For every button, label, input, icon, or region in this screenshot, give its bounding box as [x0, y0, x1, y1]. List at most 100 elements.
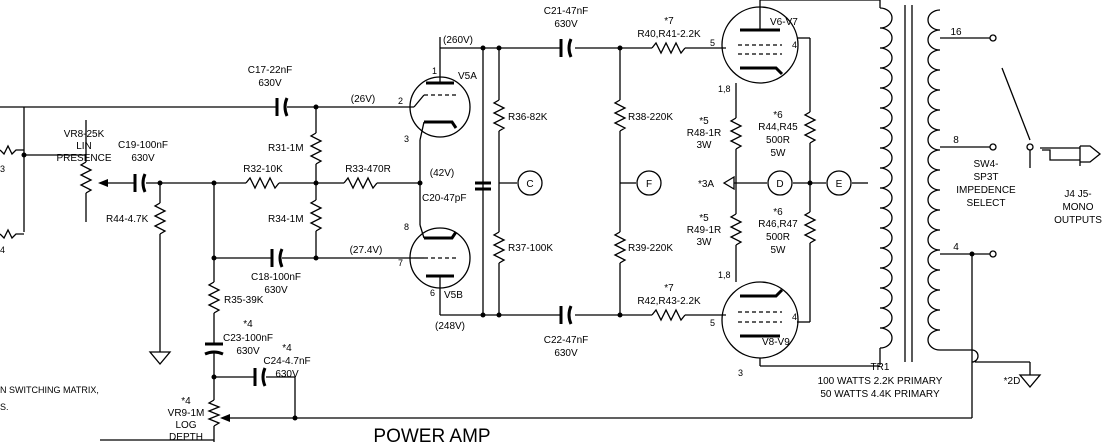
r44b-label-2: 500R	[766, 135, 790, 146]
c19-label-2: 630V	[131, 153, 155, 164]
voltage-248v: (248V)	[435, 321, 465, 332]
pin-v8-18: 1,8	[718, 270, 731, 280]
r37-label: R37-100K	[508, 243, 553, 254]
pin-v8-5: 5	[710, 318, 715, 328]
r49-label-1: R49-1R	[687, 225, 721, 236]
node-c	[517, 170, 543, 196]
voltage-260v: (260V)	[443, 35, 473, 46]
tube-v5b	[409, 224, 471, 315]
tap-16-label: 16	[950, 27, 962, 38]
sw4-label-4: SELECT	[967, 198, 1006, 209]
r44-label: R44-4.7K	[106, 214, 149, 225]
voltage-42v: (42V)	[430, 168, 454, 179]
j4-label-1: J4 J5-	[1064, 189, 1091, 200]
tap-8-label: 8	[953, 135, 959, 146]
vr9-label-1: VR9-1M	[168, 408, 205, 419]
c17-label-1: C17-22nF	[248, 65, 292, 76]
r36-label: R36-82K	[508, 112, 548, 123]
r48-label-1: R48-1R	[687, 128, 721, 139]
c24-label-1: C24-4.7nF	[263, 356, 310, 367]
r46-label-star: *6	[773, 207, 783, 218]
r44b-label-star: *6	[773, 110, 783, 121]
switch-jack	[989, 34, 1102, 258]
r44b-label-3: 5W	[771, 148, 787, 159]
tr1-label-50w: 50 WATTS 4.4K PRIMARY	[820, 389, 940, 400]
node-e	[826, 170, 852, 196]
node-c-label: C	[526, 179, 533, 190]
v5b-label: V5B	[444, 290, 463, 301]
j4-label-2: MONO	[1062, 202, 1093, 213]
pin-v5a-2: 2	[398, 96, 403, 106]
tr1-label-100w: 100 WATTS 2.2K PRIMARY	[818, 376, 943, 387]
vr9-label-2: LOG	[175, 420, 196, 431]
side-text-1: N SWITCHING MATRIX,	[0, 385, 99, 395]
r39-label: R39-220K	[628, 243, 673, 254]
junction-dots	[21, 45, 975, 421]
r46-label-1: R46,R47	[758, 219, 798, 230]
node-d-label: D	[776, 179, 783, 190]
capacitors-left	[133, 97, 289, 387]
pin-v5b-7: 7	[398, 258, 403, 268]
v5a-label: V5A	[458, 71, 477, 82]
c24-label-star: *4	[282, 343, 292, 354]
r38-label: R38-220K	[628, 112, 673, 123]
c22-label-2: 630V	[554, 348, 578, 359]
r49-label-star: *5	[699, 213, 709, 224]
pin-v5a-1: 1	[432, 66, 437, 76]
pin-v6-5: 5	[710, 38, 715, 48]
c23-label-star: *4	[243, 319, 253, 330]
wires-output	[722, 37, 868, 323]
left-edge-pin-4: 4	[0, 245, 5, 255]
c22-label-1: C22-47nF	[544, 335, 588, 346]
c24-label-2: 630V	[275, 369, 299, 380]
vr8-label-1: VR8-25K	[64, 129, 105, 140]
node-e-label: E	[836, 179, 843, 190]
vr8-label-2: LIN	[76, 141, 92, 152]
c21-label-2: 630V	[554, 19, 578, 30]
r35-label: R35-39K	[224, 295, 264, 306]
tube-v8-v9	[721, 281, 799, 366]
node-3a-label: *3A	[698, 179, 714, 190]
transformer-tr1	[760, 0, 1042, 418]
pin-v8-4: 4	[792, 312, 797, 322]
r46-label-3: 5W	[771, 245, 787, 256]
side-text-2: S.	[0, 402, 9, 412]
r46-label-2: 500R	[766, 232, 790, 243]
j4-label-3: OUTPUTS	[1054, 215, 1102, 226]
pin-v8-3: 3	[738, 368, 743, 378]
pin-v5a-3: 3	[404, 134, 409, 144]
r32-label: R32-10K	[243, 164, 283, 175]
r34-label: R34-1M	[268, 214, 304, 225]
r44b-label-1: R44,R45	[758, 122, 798, 133]
r40-label-star: *7	[664, 16, 674, 27]
voltage-26v: (26V)	[351, 94, 375, 105]
r48-label-star: *5	[699, 116, 709, 127]
section-title: POWER AMP	[373, 426, 490, 442]
wires-left	[0, 106, 972, 442]
v6-v7-label: V6-V7	[770, 17, 798, 28]
voltage-27-4v: (27.4V)	[350, 245, 383, 256]
r31-label: R31-1M	[268, 143, 304, 154]
tube-v6-v7	[721, 0, 799, 84]
pin-v6-4: 4	[792, 40, 797, 50]
r48-label-2: 3W	[697, 140, 713, 151]
pin-v5b-6: 6	[430, 288, 435, 298]
vr9-label-star: *4	[181, 396, 191, 407]
node-d	[767, 170, 793, 196]
vr9-label-3: DEPTH	[169, 432, 203, 442]
r42-label-star: *7	[664, 283, 674, 294]
pin-numbers: 1 2 3 8 7 6 5 4 1,8 5 4 1,8 3	[398, 38, 797, 378]
c19-label-1: C19-100nF	[118, 140, 168, 151]
wires-middle	[440, 38, 726, 325]
c18-label-2: 630V	[264, 285, 288, 296]
c23-label-2: 630V	[236, 346, 260, 357]
c17-label-2: 630V	[258, 78, 282, 89]
tube-v5a	[409, 37, 471, 141]
r49-label-2: 3W	[697, 237, 713, 248]
sw4-label-3: IMPEDENCE	[956, 185, 1016, 196]
sw4-label-2: SP3T	[973, 172, 998, 183]
r42-label: R42,R43-2.2K	[637, 296, 701, 307]
c18-label-1: C18-100nF	[251, 272, 301, 283]
